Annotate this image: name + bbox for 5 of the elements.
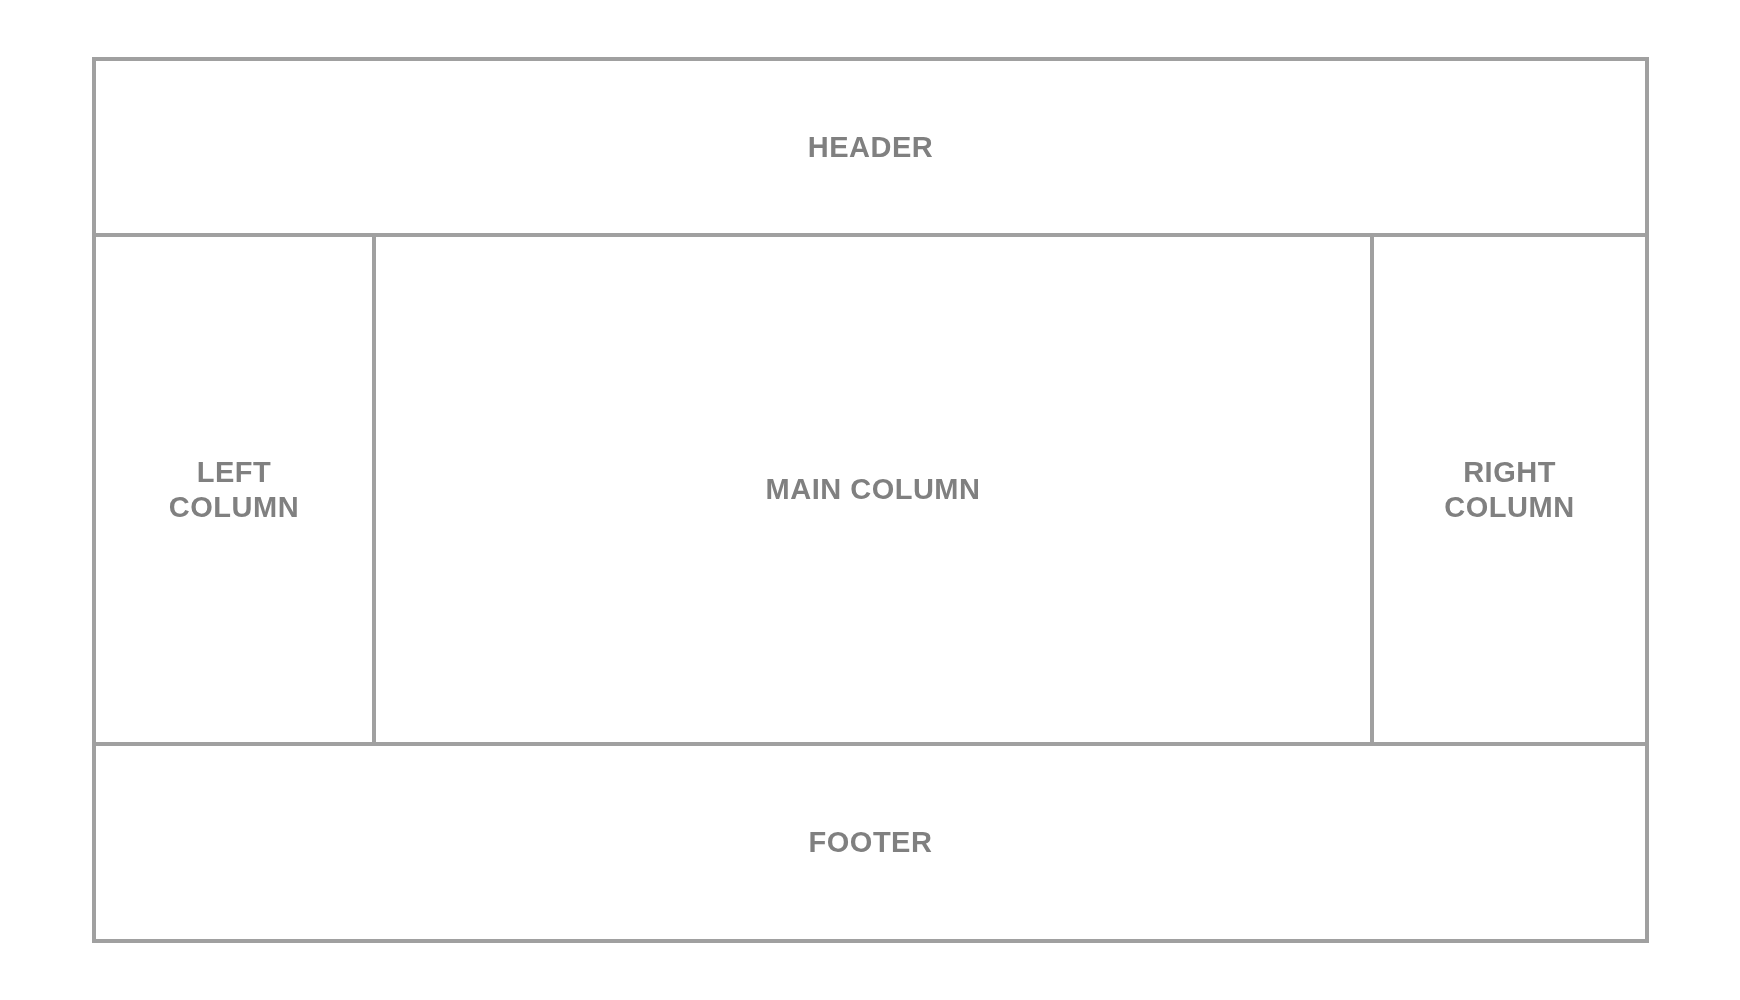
region-label: FOOTER (808, 825, 933, 860)
region-label: MAIN COLUMN (765, 472, 981, 507)
region-label: HEADER (807, 129, 934, 165)
region-label: RIGHT COLUMN (1443, 454, 1576, 525)
region-label: LEFT COLUMN (167, 454, 301, 525)
